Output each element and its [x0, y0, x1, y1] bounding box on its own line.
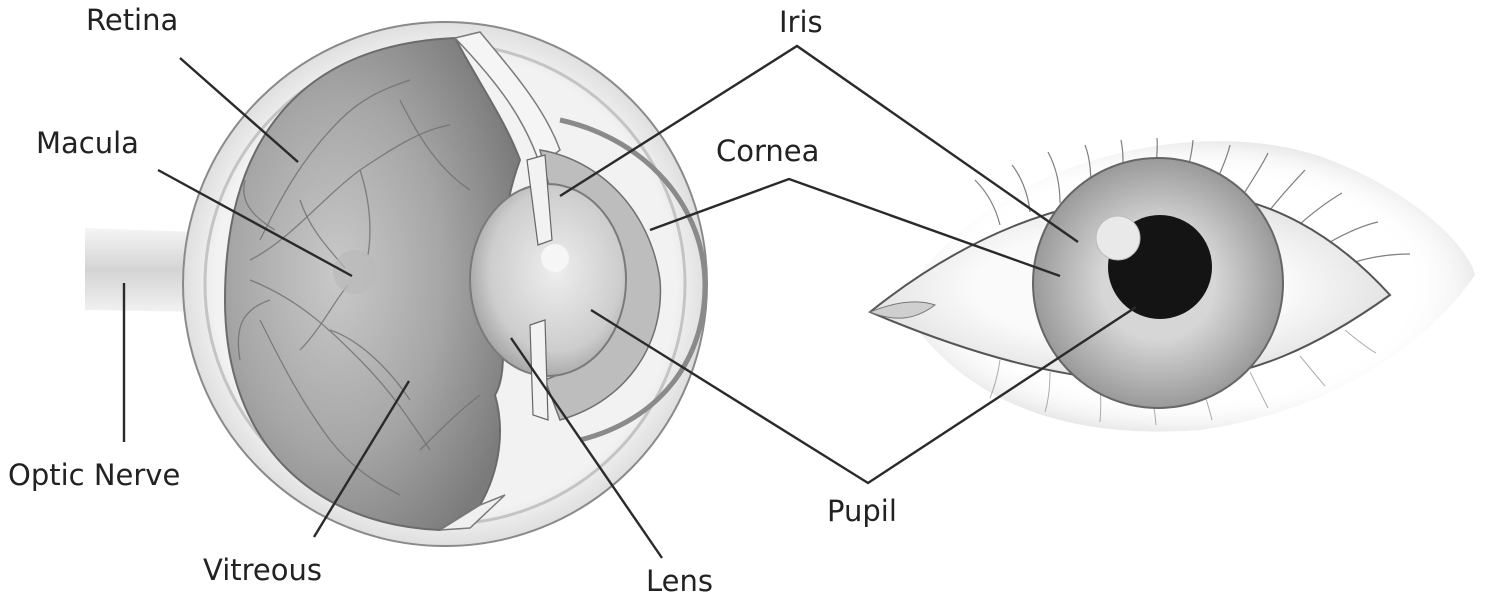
- label-optic-nerve: Optic Nerve: [8, 461, 180, 490]
- label-macula: Macula: [36, 129, 139, 158]
- label-retina: Retina: [86, 6, 178, 35]
- eyeball-cross-section: [183, 22, 707, 546]
- corneal-highlight: [1096, 216, 1140, 260]
- label-cornea: Cornea: [716, 137, 819, 166]
- label-lens: Lens: [646, 567, 713, 596]
- external-eye: [870, 138, 1475, 431]
- label-pupil: Pupil: [827, 497, 897, 526]
- macula-spot: [333, 250, 377, 294]
- label-vitreous: Vitreous: [203, 556, 322, 585]
- label-iris: Iris: [779, 8, 823, 37]
